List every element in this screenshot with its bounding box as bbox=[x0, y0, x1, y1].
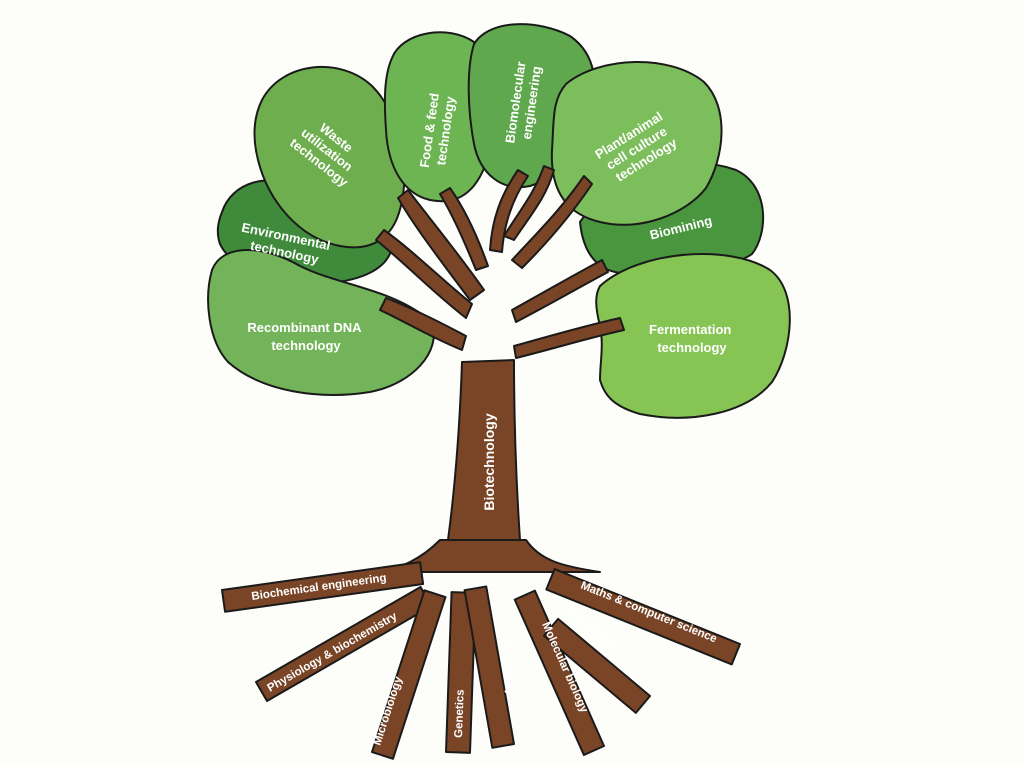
label-recombinant: Recombinant DNA technology bbox=[247, 320, 364, 353]
root-microbiology bbox=[371, 589, 447, 760]
branch-food bbox=[439, 187, 489, 271]
branch-waste bbox=[397, 189, 485, 301]
branch-environmental bbox=[375, 229, 473, 319]
branch-biomining bbox=[511, 259, 609, 323]
root-molecular bbox=[513, 589, 605, 756]
root-label-genetics: Genetics bbox=[453, 689, 467, 738]
trunk-and-roots bbox=[221, 165, 741, 760]
leaf-plant bbox=[550, 61, 723, 226]
branch-biomolecular-2 bbox=[503, 165, 555, 241]
branch-biomolecular bbox=[489, 169, 529, 253]
leaf-fermentation bbox=[595, 253, 791, 419]
branch-fermentation bbox=[513, 317, 625, 359]
trunk-label: Biotechnology bbox=[481, 413, 497, 510]
root-taxonomy bbox=[463, 585, 515, 749]
root-genetics bbox=[445, 591, 477, 754]
label-fermentation: Fermentation technology bbox=[649, 322, 735, 355]
root-base bbox=[379, 539, 601, 573]
canopy bbox=[207, 23, 791, 419]
root-economics bbox=[542, 617, 651, 714]
root-maths bbox=[545, 568, 741, 666]
branch-recombinant bbox=[379, 297, 467, 351]
leaf-waste bbox=[253, 66, 406, 249]
leaf-recombinant bbox=[207, 249, 435, 396]
branch-plant bbox=[511, 175, 593, 269]
root-biochemical bbox=[221, 561, 425, 613]
leaf-food bbox=[383, 31, 497, 203]
root-label-physiology: Physiology & biochemistry bbox=[266, 610, 400, 695]
